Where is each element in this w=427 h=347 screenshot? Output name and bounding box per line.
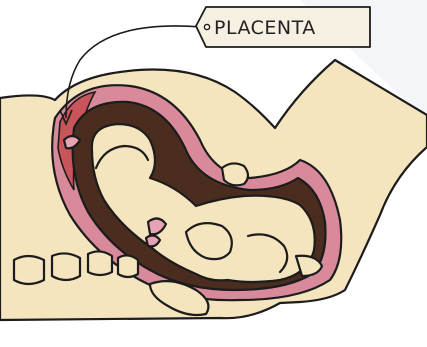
umbilical-cord-lower (146, 235, 160, 246)
vertebra (14, 256, 44, 284)
placenta-label: PLACENTA (214, 17, 316, 39)
organ-blob (222, 163, 248, 185)
tag-hole (204, 24, 209, 29)
vertebra (118, 255, 138, 277)
vertebra (88, 251, 112, 275)
vertebra (52, 253, 80, 280)
placenta-label-tag: PLACENTA (196, 7, 370, 47)
